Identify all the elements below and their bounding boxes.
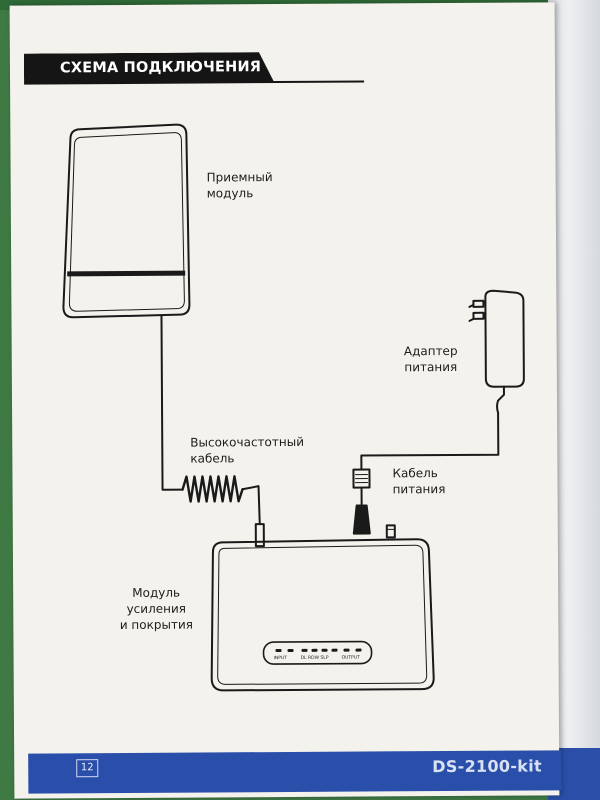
rf-cable bbox=[160, 314, 265, 548]
panel-indicators-label: DL RDW SLP bbox=[301, 655, 329, 661]
power-cable bbox=[352, 411, 500, 539]
power-adapter-icon bbox=[468, 289, 525, 414]
power-cable-label: Кабель питания bbox=[392, 466, 446, 497]
adapter-label: Адаптер питания bbox=[403, 343, 458, 375]
receiver-module bbox=[62, 123, 191, 319]
panel-output-label: OUTPUT bbox=[342, 655, 361, 661]
page-number: 12 bbox=[76, 759, 99, 778]
manual-page: СХЕМА ПОДКЛЮЧЕНИЯ bbox=[9, 2, 562, 799]
connection-diagram: INPUT DL RDW SLP OUTPUT bbox=[62, 123, 525, 692]
model-name: DS-2100-kit bbox=[432, 756, 542, 777]
amplifier-label: Модуль усиления и покрытия bbox=[119, 585, 193, 633]
panel-input-label: INPUT bbox=[274, 655, 288, 661]
amplifier-module bbox=[210, 538, 435, 692]
rf-cable-label: Высокочастотный кабель bbox=[190, 434, 305, 466]
receiver-label: Приемный модуль bbox=[206, 170, 273, 201]
